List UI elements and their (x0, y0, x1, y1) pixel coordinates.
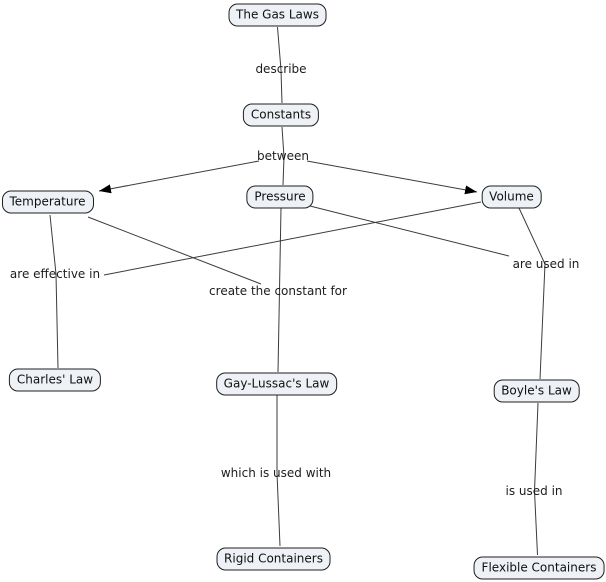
edge-temperature-are-effective-in-charles-law (49, 214, 59, 369)
node-rigid-containers[interactable]: Rigid Containers (216, 547, 331, 571)
edge-constants-between-pressure (281, 126, 285, 186)
node-gas-laws[interactable]: The Gas Laws (228, 3, 327, 26)
node-temperature[interactable]: Temperature (1, 190, 94, 213)
edge-label-between[interactable]: between (257, 149, 309, 163)
edge-between-to-volume-arrow (306, 160, 478, 195)
edge-label-create-the-constant-for[interactable]: create the constant for (209, 284, 347, 298)
node-constants[interactable]: Constants (242, 103, 320, 127)
edge-gas-laws-describe-constants (277, 26, 283, 104)
edge-pressure-create-the-constant-for-gay-lussacs-law (277, 207, 282, 373)
node-flexible-containers[interactable]: Flexible Containers (473, 556, 605, 579)
node-charles-law[interactable]: Charles' Law (8, 368, 102, 391)
node-volume[interactable]: Volume (481, 185, 542, 208)
edge-label-are-used-in[interactable]: are used in (512, 257, 580, 271)
node-boyles-law[interactable]: Boyle's Law (493, 379, 580, 403)
edge-volume-to-are-effective-in (103, 201, 482, 276)
edge-gay-lussacs-law-which-is-used-with-rigid-containers (276, 395, 281, 547)
edge-label-is-used-in[interactable]: is used in (505, 484, 563, 498)
edge-temperature-to-create-the-constant-for (87, 216, 262, 285)
edge-between-to-temperature-arrow (98, 160, 260, 194)
node-pressure[interactable]: Pressure (246, 185, 314, 209)
edge-boyles-law-is-used-in-flexible-containers (533, 402, 539, 556)
edge-label-describe[interactable]: describe (255, 62, 307, 76)
edge-pressure-to-are-used-in (309, 205, 510, 257)
edge-label-which-is-used-with[interactable]: which is used with (220, 466, 332, 480)
edge-volume-are-used-in-boyles-law (518, 207, 546, 380)
node-gay-lussacs-law[interactable]: Gay-Lussac's Law (215, 372, 338, 395)
edge-label-are-effective-in[interactable]: are effective in (9, 267, 101, 281)
